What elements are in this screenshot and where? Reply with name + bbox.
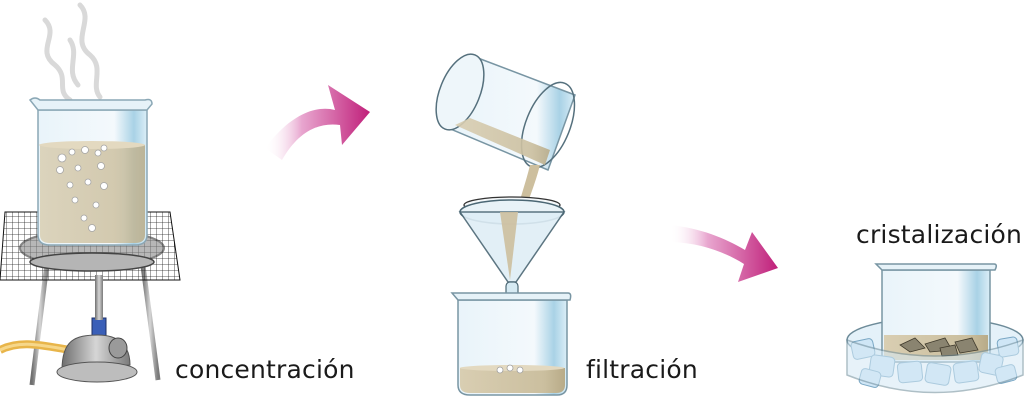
process-arrow-1 [265,85,370,160]
label-cristalizacion: cristalización [856,220,1022,249]
beaker-icon [28,97,153,246]
ice-bath-icon [846,263,1024,394]
process-arrow-2 [670,225,778,282]
bunsen-burner-icon [0,275,138,383]
label-concentracion: concentración [175,355,355,384]
steam-icon [42,2,103,103]
beaker-icon [435,53,576,171]
beaker-icon [450,292,572,396]
label-filtracion: filtración [586,355,698,384]
